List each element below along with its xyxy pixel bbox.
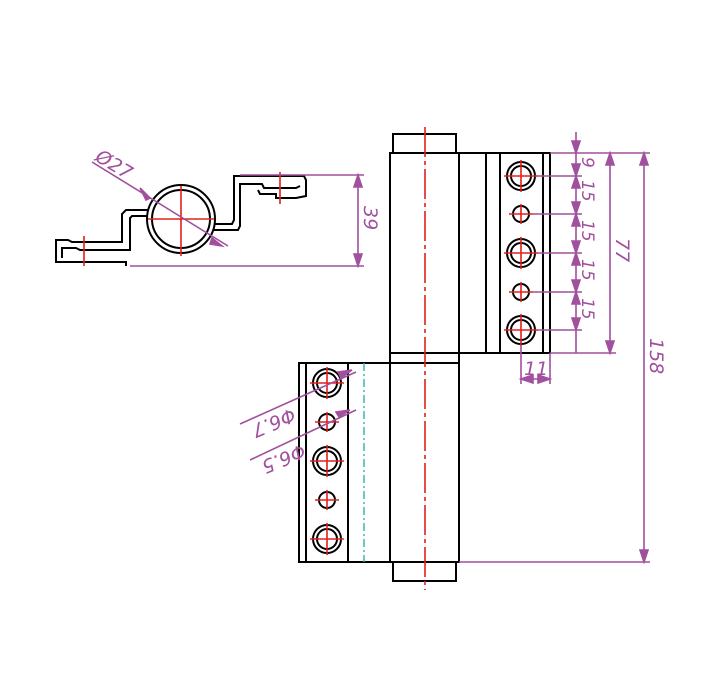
dimension-158-label: 158: [645, 338, 667, 374]
dimension-77-label: 77: [611, 238, 633, 262]
main-dimensions: [239, 132, 650, 565]
height-39-label: 39: [359, 206, 381, 230]
hole-diameter-6-5-label: Φ6.5: [258, 439, 308, 477]
cross-section-centerlines: [83, 172, 281, 266]
spacing-9-label: 9: [577, 157, 597, 168]
right-leaf-profile: [214, 175, 307, 225]
lower-leaf: [298, 362, 391, 563]
spacing-15-label-2: 15: [577, 220, 597, 242]
left-leaf-inner: [61, 215, 148, 258]
right-leaf-inner: [214, 183, 301, 231]
diameter-27-label: Ø27: [91, 145, 137, 185]
left-leaf-profile: [55, 209, 148, 266]
cross-section-dimensions: [91, 161, 364, 269]
spacing-15-label-3: 15: [577, 259, 597, 281]
spacing-15-label-1: 15: [577, 180, 597, 202]
dimension-11-label: 11: [524, 358, 548, 380]
hinge-centerlines: [310, 127, 538, 590]
spacing-15-label-4: 15: [577, 298, 597, 320]
